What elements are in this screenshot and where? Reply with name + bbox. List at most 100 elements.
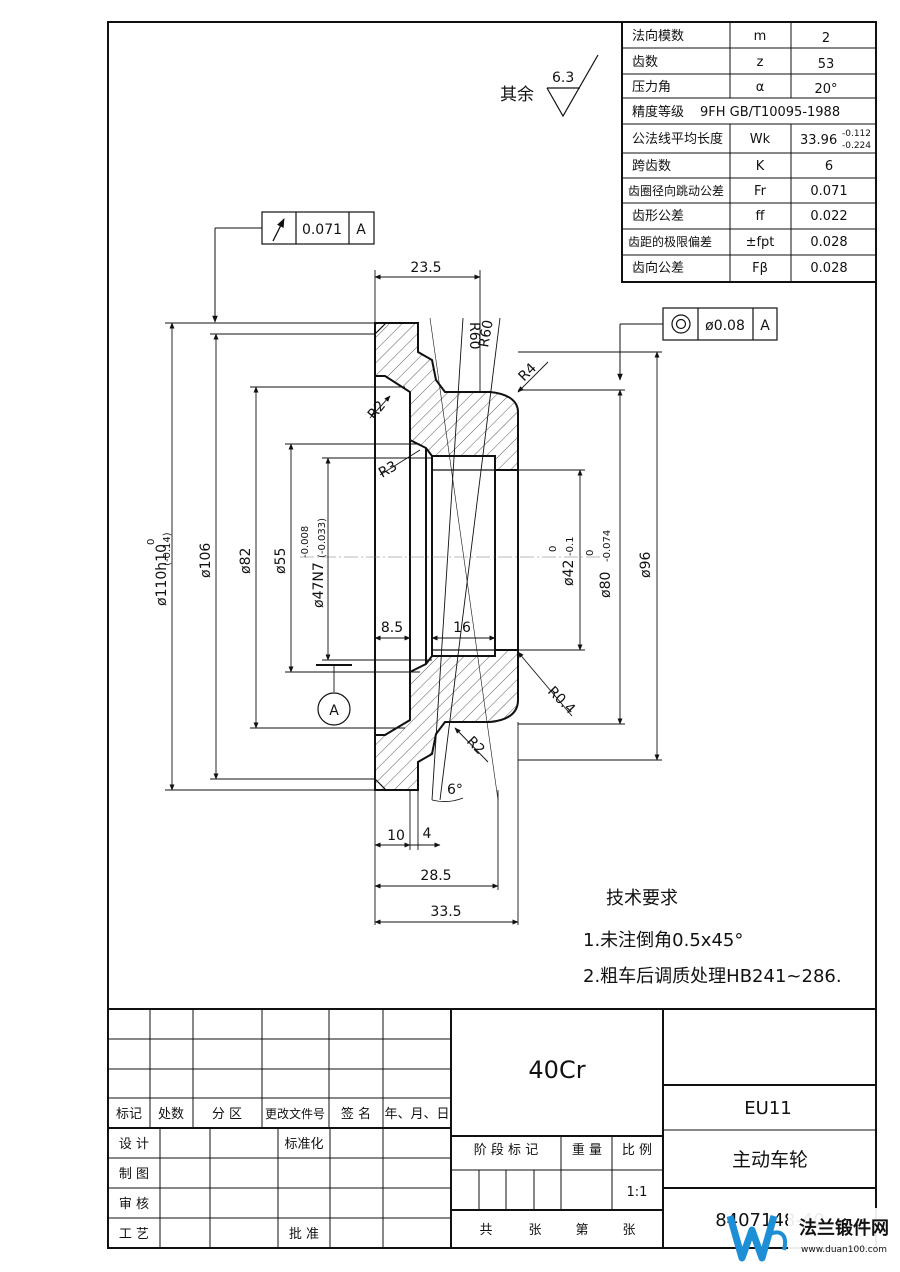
dim-d42: ø42 [561,560,577,586]
sign-row-label: 审 核 [119,1197,149,1212]
param-symbol: α [756,80,765,95]
dim-r60-b: R60 [476,319,497,349]
param-label: 齿向公差 [632,260,684,276]
param-symbol: Fr [754,184,767,199]
param-symbol: ff [756,209,766,224]
param-label: 公法线平均长度 [632,131,723,147]
dim-8-5: 8.5 [381,620,403,636]
dim-d110-lower: (-0.14) [162,532,173,566]
param-label: 精度等级 [632,104,684,120]
runout-value: 0.071 [302,222,342,238]
rev-header: 标记 [116,1107,142,1122]
gear-parameter-table [621,21,877,283]
dim-d47-lower: (-0.033) [317,518,328,558]
runout-arrow-icon [272,218,285,242]
dim-d42-lower: -0.1 [565,536,576,556]
tech-req-item: 1.未注倒角0.5x45° [583,930,743,951]
param-label: 齿数 [632,55,658,70]
dim-d106: ø106 [198,543,214,578]
dim-d42-upper: 0 [548,546,559,552]
rev-header: 更改文件号 [265,1106,325,1121]
param-label: 齿形公差 [632,209,684,224]
dim-r3: R3 [376,458,400,481]
dim-33-5: 33.5 [430,904,461,920]
param-upper-deviation: -0.112 [842,129,871,139]
param-value: 53 [818,57,835,72]
param-lower-deviation: -0.224 [842,141,871,151]
concentricity-datum: A [760,318,770,334]
concentricity-tolerance-frame: ø0.08 A [617,307,778,381]
dimension-lines [165,270,662,925]
dim-6-deg: 6° [447,782,463,798]
dim-r60-a: R60 [466,322,482,350]
dim-r4: R4 [516,360,541,385]
param-symbol: K [756,159,765,174]
dim-28-5: 28.5 [420,868,451,884]
dim-d47-upper: -0.008 [300,526,311,558]
rev-header: 年、月、日 [384,1107,449,1122]
param-value: 0.022 [810,209,847,224]
param-symbol: Wk [750,132,771,147]
param-symbol: z [757,55,764,70]
watermark-brand: 法兰锻件网 [799,1217,889,1239]
sheet-label: 张 [528,1223,541,1238]
sheet-label: 共 [479,1223,492,1238]
title-block-text: 标记 处数 分 区 更改文件号 签 名 年、月、日 设 计 制 图 审 核 工 … [116,1056,825,1242]
param-label: 齿圈径向跳动公差 [628,183,724,198]
dim-d80-lower: -0.074 [602,530,613,562]
param-symbol: Fβ [752,261,768,276]
param-value: 20° [814,82,837,97]
dim-16: 16 [453,620,471,636]
sign-row-label: 设 计 [119,1137,149,1152]
material: 40Cr [528,1056,585,1084]
dim-23-5: 23.5 [410,260,441,276]
param-label: 法向模数 [632,28,684,44]
sign-row-label: 工 艺 [119,1227,149,1242]
param-value: 6 [825,159,833,174]
standardize-label: 标准化 [284,1137,323,1152]
stage-header: 重 量 [572,1142,602,1158]
part-section [300,317,600,801]
tech-req-title: 技术要求 [606,888,678,909]
rev-header: 签 名 [341,1106,371,1122]
dim-d55: ø55 [273,548,289,574]
concentricity-icon [671,314,691,334]
sign-row-label: 制 图 [119,1167,149,1182]
sheet-label: 张 [622,1223,635,1238]
technical-requirements: 技术要求 1.未注倒角0.5x45° 2.粗车后调质处理HB241~286. [583,888,842,987]
param-value: 2 [822,31,830,46]
param-value: 9FH GB/T10095-1988 [700,105,840,120]
runout-datum: A [356,222,366,238]
dim-d80: ø80 [598,572,614,598]
param-value: 0.028 [810,235,847,250]
param-label: 齿距的极限偏差 [628,234,712,249]
rev-header: 处数 [158,1107,184,1122]
dim-d82: ø82 [238,548,254,574]
dim-d96: ø96 [638,552,654,578]
stage-header: 比 例 [622,1143,652,1158]
dim-10: 10 [387,828,405,844]
param-value: 0.071 [810,184,847,199]
dim-d80-upper: 0 [585,550,596,556]
stage-header: 阶 段 标 记 [474,1143,538,1158]
dim-d47: ø47N7 [311,562,327,608]
scale-value: 1:1 [627,1185,648,1200]
param-value: 0.028 [810,261,847,276]
param-label: 压力角 [632,80,671,95]
dim-r0-4: R0.4 [544,684,578,718]
datum-a-circle [317,692,351,726]
drawing-frame [107,21,877,1249]
dim-d110-upper: 0 [146,539,157,545]
datum-a-label: A [329,703,339,719]
runout-tolerance-frame: 0.071 A [212,211,375,323]
rev-header: 分 区 [212,1107,242,1122]
sheet-label: 第 [575,1223,588,1238]
surface-finish-label: 其余 [500,85,534,105]
param-symbol: m [754,29,767,44]
param-symbol: ±fpt [746,235,775,250]
dimension-texts: 23.5 8.5 16 10 4 28.5 33.5 6° R60 R60 R4… [146,260,654,920]
title-block-grid [108,1008,876,1248]
param-label: 跨齿数 [632,159,671,174]
gear-parameter-text: 法向模数 m 2 齿数 z 53 压力角 α 20° 精度等级 9FH GB/T… [628,28,871,276]
